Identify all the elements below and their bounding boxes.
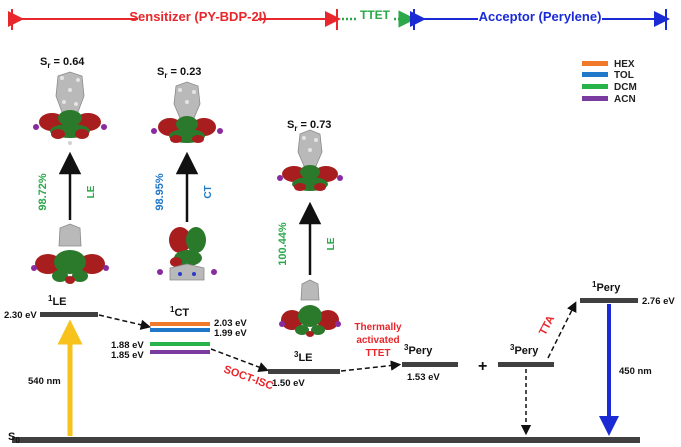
- ttet-arrow: [340, 360, 402, 372]
- transition-pct-ct: 98.95%: [154, 173, 166, 211]
- orbital-ct-lower: [157, 227, 217, 281]
- plus-sign: +: [478, 358, 487, 375]
- ttet-thermally-label: Thermally: [354, 322, 402, 333]
- legend-swatch-hex: [582, 61, 608, 66]
- sr-label-tle: Sr = 0.73: [287, 119, 331, 133]
- level-1le-energy: 2.30 eV: [4, 310, 37, 321]
- level-3pery-a-label: 3Pery: [404, 343, 433, 357]
- ground-state-label: S0: [8, 431, 20, 445]
- transition-type-ct: CT: [203, 185, 214, 198]
- emission-wavelength: 450 nm: [619, 366, 652, 377]
- transition-type-le: LE: [86, 185, 97, 198]
- level-1ct-hex: [150, 322, 210, 326]
- sr-label-le: Sr = 0.64: [40, 56, 85, 70]
- header-sensitizer-label: Sensitizer (PY-BDP-2I): [129, 9, 266, 24]
- legend-swatch-tol: [582, 72, 608, 77]
- level-3pery-a: [402, 362, 458, 367]
- legend-swatch-acn: [582, 96, 608, 101]
- level-1pery-label: 1Pery: [592, 280, 621, 294]
- legend-label-dcm: DCM: [614, 82, 637, 93]
- ttet-activated-label: activated: [356, 335, 399, 346]
- sr-label-ct: Sr = 0.23: [157, 66, 201, 80]
- header-acceptor-label: Acceptor (Perylene): [479, 9, 602, 24]
- solvent-legend: HEX TOL DCM ACN: [582, 59, 637, 105]
- header-ttet-label: TTET: [360, 8, 391, 22]
- level-1le-label: 1LE: [48, 294, 67, 308]
- level-1ct-dcm: [150, 342, 210, 346]
- excitation-wavelength: 540 nm: [28, 376, 61, 387]
- level-1ct-acn-energy: 1.85 eV: [111, 350, 144, 361]
- ground-state-line: [12, 437, 640, 443]
- legend-swatch-dcm: [582, 84, 608, 89]
- transition-pct-tle: 100.44%: [277, 222, 289, 266]
- tta-label: TTA: [537, 314, 557, 338]
- level-1pery-energy: 2.76 eV: [642, 296, 675, 307]
- legend-label-acn: ACN: [614, 94, 636, 105]
- level-1ct-dcm-energy: 1.88 eV: [111, 340, 144, 351]
- level-1ct-acn: [150, 350, 210, 354]
- transition-type-tle: LE: [326, 237, 337, 250]
- level-3le: [268, 369, 340, 374]
- level-1ct-tol-energy: 1.99 eV: [214, 328, 247, 339]
- legend-label-hex: HEX: [614, 59, 635, 70]
- orbital-tle-upper: [277, 129, 343, 191]
- level-1ct-tol: [150, 328, 210, 332]
- transition-pct-le: 98.72%: [37, 173, 49, 211]
- soct-isc-label: SOCT-ISC: [222, 364, 275, 393]
- level-3pery-a-energy: 1.53 eV: [407, 372, 440, 383]
- orbital-le-upper: [33, 71, 107, 145]
- orbital-tle-lower: [279, 279, 341, 337]
- level-1pery: [580, 298, 638, 303]
- ttet-process-label: TTET: [366, 348, 391, 359]
- le-to-ct-arrow: [98, 314, 152, 330]
- level-3pery-b-label: 3Pery: [510, 343, 539, 357]
- level-1le: [40, 312, 98, 317]
- level-3le-energy: 1.50 eV: [272, 378, 305, 389]
- tta-arrow: [547, 301, 577, 359]
- level-1ct-label: 1CT: [170, 305, 189, 319]
- orbital-le-lower: [31, 223, 109, 284]
- soct-isc-arrow: [210, 348, 269, 373]
- level-3pery-b: [498, 362, 554, 367]
- orbital-ct-upper: [151, 81, 223, 143]
- level-1ct-hex-energy: 2.03 eV: [214, 318, 247, 329]
- level-3le-label: 3LE: [294, 350, 313, 364]
- legend-label-tol: TOL: [614, 70, 634, 81]
